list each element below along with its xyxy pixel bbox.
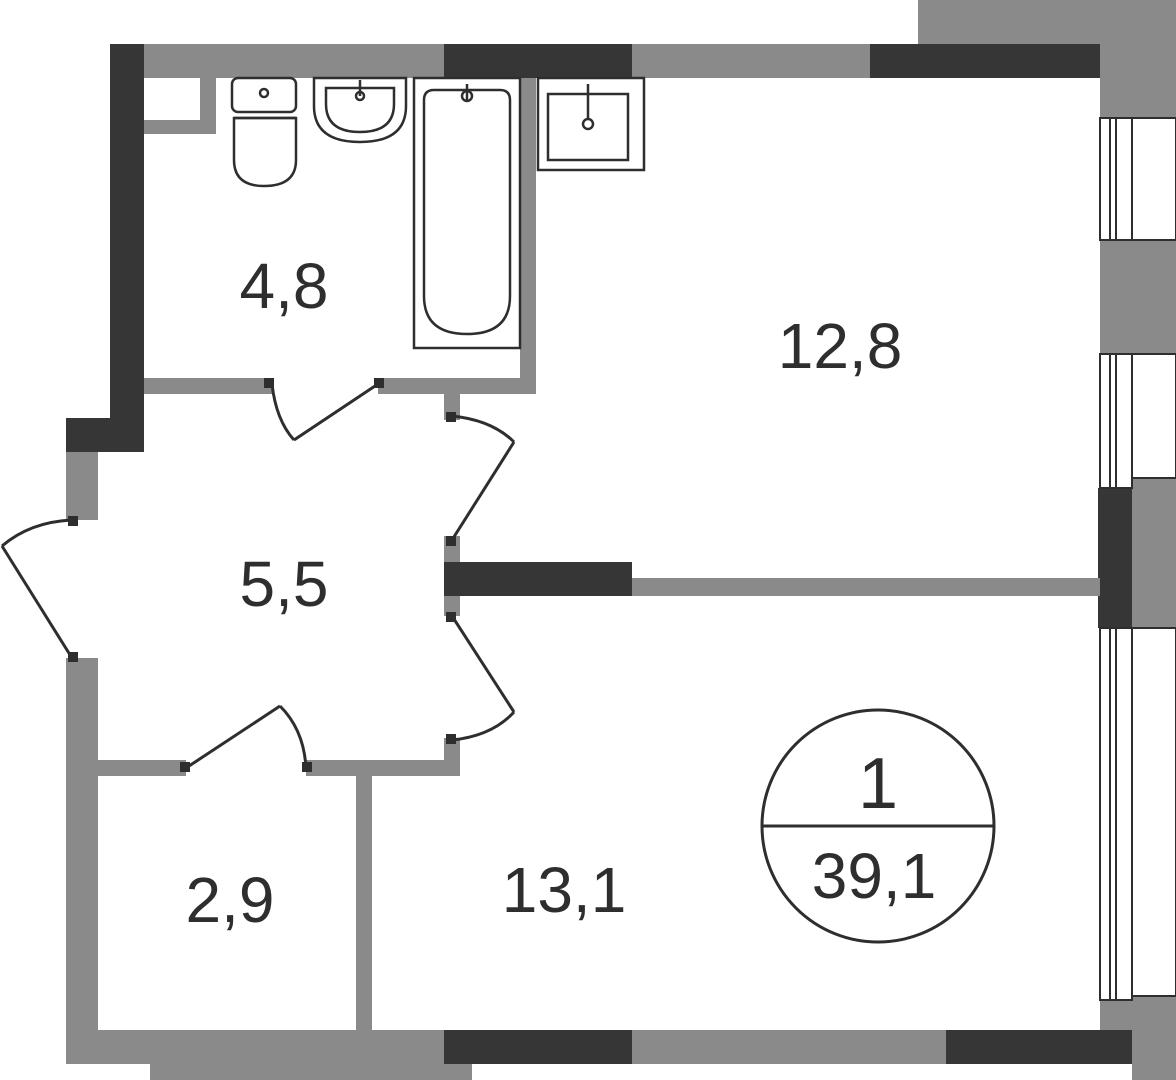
corner-block xyxy=(1100,0,1176,118)
window-middle xyxy=(1131,353,1176,479)
fixtures xyxy=(230,76,646,350)
exterior-walls xyxy=(66,0,1176,1080)
hall-area-label: 5,5 xyxy=(240,548,329,620)
storage-area-label: 2,9 xyxy=(186,864,275,936)
window-lower xyxy=(1131,627,1176,997)
right-wall-segment xyxy=(1132,478,1176,628)
interior-walls xyxy=(98,78,1100,1030)
kitchen-sink-icon xyxy=(536,76,646,172)
storage-door xyxy=(180,704,312,772)
bottom-ledge xyxy=(150,1064,472,1080)
right-wall-segment xyxy=(1100,1000,1132,1030)
toilet-icon xyxy=(230,76,298,188)
top-wall-segment-dark xyxy=(444,44,632,78)
windows xyxy=(1099,117,1176,1001)
storage-wall xyxy=(356,776,372,1030)
bottom-wall-grey xyxy=(632,1030,946,1064)
entrance-door xyxy=(0,516,78,662)
total-area-label: 39,1 xyxy=(812,840,937,912)
hall-wall xyxy=(98,760,186,776)
bottom-right-corner xyxy=(1132,996,1176,1080)
bathroom-door xyxy=(264,378,384,442)
top-wall-segment-grey xyxy=(632,44,870,78)
room-labels: 4,8 12,8 5,5 2,9 13,1 xyxy=(186,250,903,936)
top-wall-segment-dark xyxy=(870,44,1132,78)
bathroom-wall xyxy=(520,78,536,394)
left-wall-dark xyxy=(66,418,144,452)
left-wall-dark xyxy=(110,44,144,452)
room-count-label: 1 xyxy=(858,744,898,824)
bottom-wall-dark xyxy=(444,1030,632,1064)
bottom-wall-grey xyxy=(66,1030,444,1064)
doors xyxy=(0,378,516,772)
sink-icon xyxy=(312,76,408,144)
hall-wall xyxy=(306,760,460,776)
kitchen-area-label: 12,8 xyxy=(778,310,903,382)
shaft-wall xyxy=(144,120,216,134)
bathroom-area-label: 4,8 xyxy=(240,250,329,322)
window-upper xyxy=(1131,117,1176,241)
partition-dark xyxy=(444,562,632,596)
right-wall-segment xyxy=(1100,240,1176,354)
left-wall-grey xyxy=(66,452,98,520)
kitchen-door xyxy=(446,412,516,546)
apartment-summary-badge: 1 39,1 xyxy=(760,708,996,944)
top-wall-segment-grey xyxy=(110,44,444,78)
bottom-wall-dark xyxy=(946,1030,1132,1064)
bathroom-wall xyxy=(378,378,536,394)
bathtub-icon xyxy=(412,76,522,350)
bedroom-area-label: 13,1 xyxy=(502,854,627,926)
partition-grey xyxy=(632,578,1100,596)
bathroom-wall xyxy=(144,378,272,394)
bedroom-door xyxy=(446,612,516,744)
right-wall-dark xyxy=(1098,488,1132,628)
left-wall-grey xyxy=(66,658,98,1064)
